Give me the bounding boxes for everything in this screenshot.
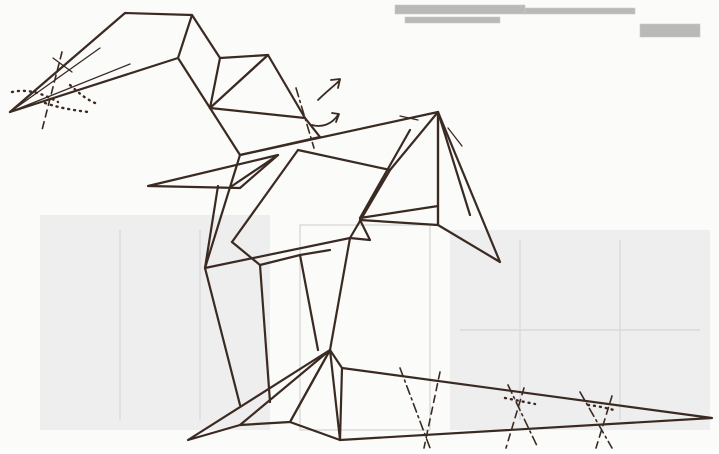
dotted-guide [45, 103, 88, 112]
fold-arrow [312, 115, 338, 126]
ghost-text-smudge [395, 5, 525, 14]
left-wing-flap [148, 155, 278, 188]
body-crease [298, 150, 390, 170]
torso-crease [300, 255, 318, 350]
foot-crease [290, 350, 330, 422]
neck-crease [178, 15, 192, 58]
ghost-text-smudge [525, 8, 635, 14]
body-crease [360, 170, 390, 220]
x-marker [55, 58, 72, 74]
right-wing-crease [438, 112, 470, 215]
valley-fold-line [424, 372, 440, 448]
bleed-through [40, 5, 710, 430]
neck-outline-bottom [10, 58, 240, 155]
fold-arrow [318, 80, 340, 100]
ghost-panel-left [40, 215, 270, 430]
beak-fold-symbols [12, 52, 95, 130]
neck-crease [210, 108, 305, 118]
neck-and-head [10, 13, 320, 155]
ghost-panel-mid [300, 225, 430, 430]
ghost-text-smudge [405, 17, 500, 23]
torso-crease [330, 238, 350, 350]
ghost-text-smudge [640, 24, 700, 37]
body-crease [360, 206, 438, 218]
tail-crease [340, 368, 342, 440]
tail-base [290, 422, 340, 440]
valley-fold-line [42, 52, 62, 130]
body-crease [360, 130, 410, 218]
